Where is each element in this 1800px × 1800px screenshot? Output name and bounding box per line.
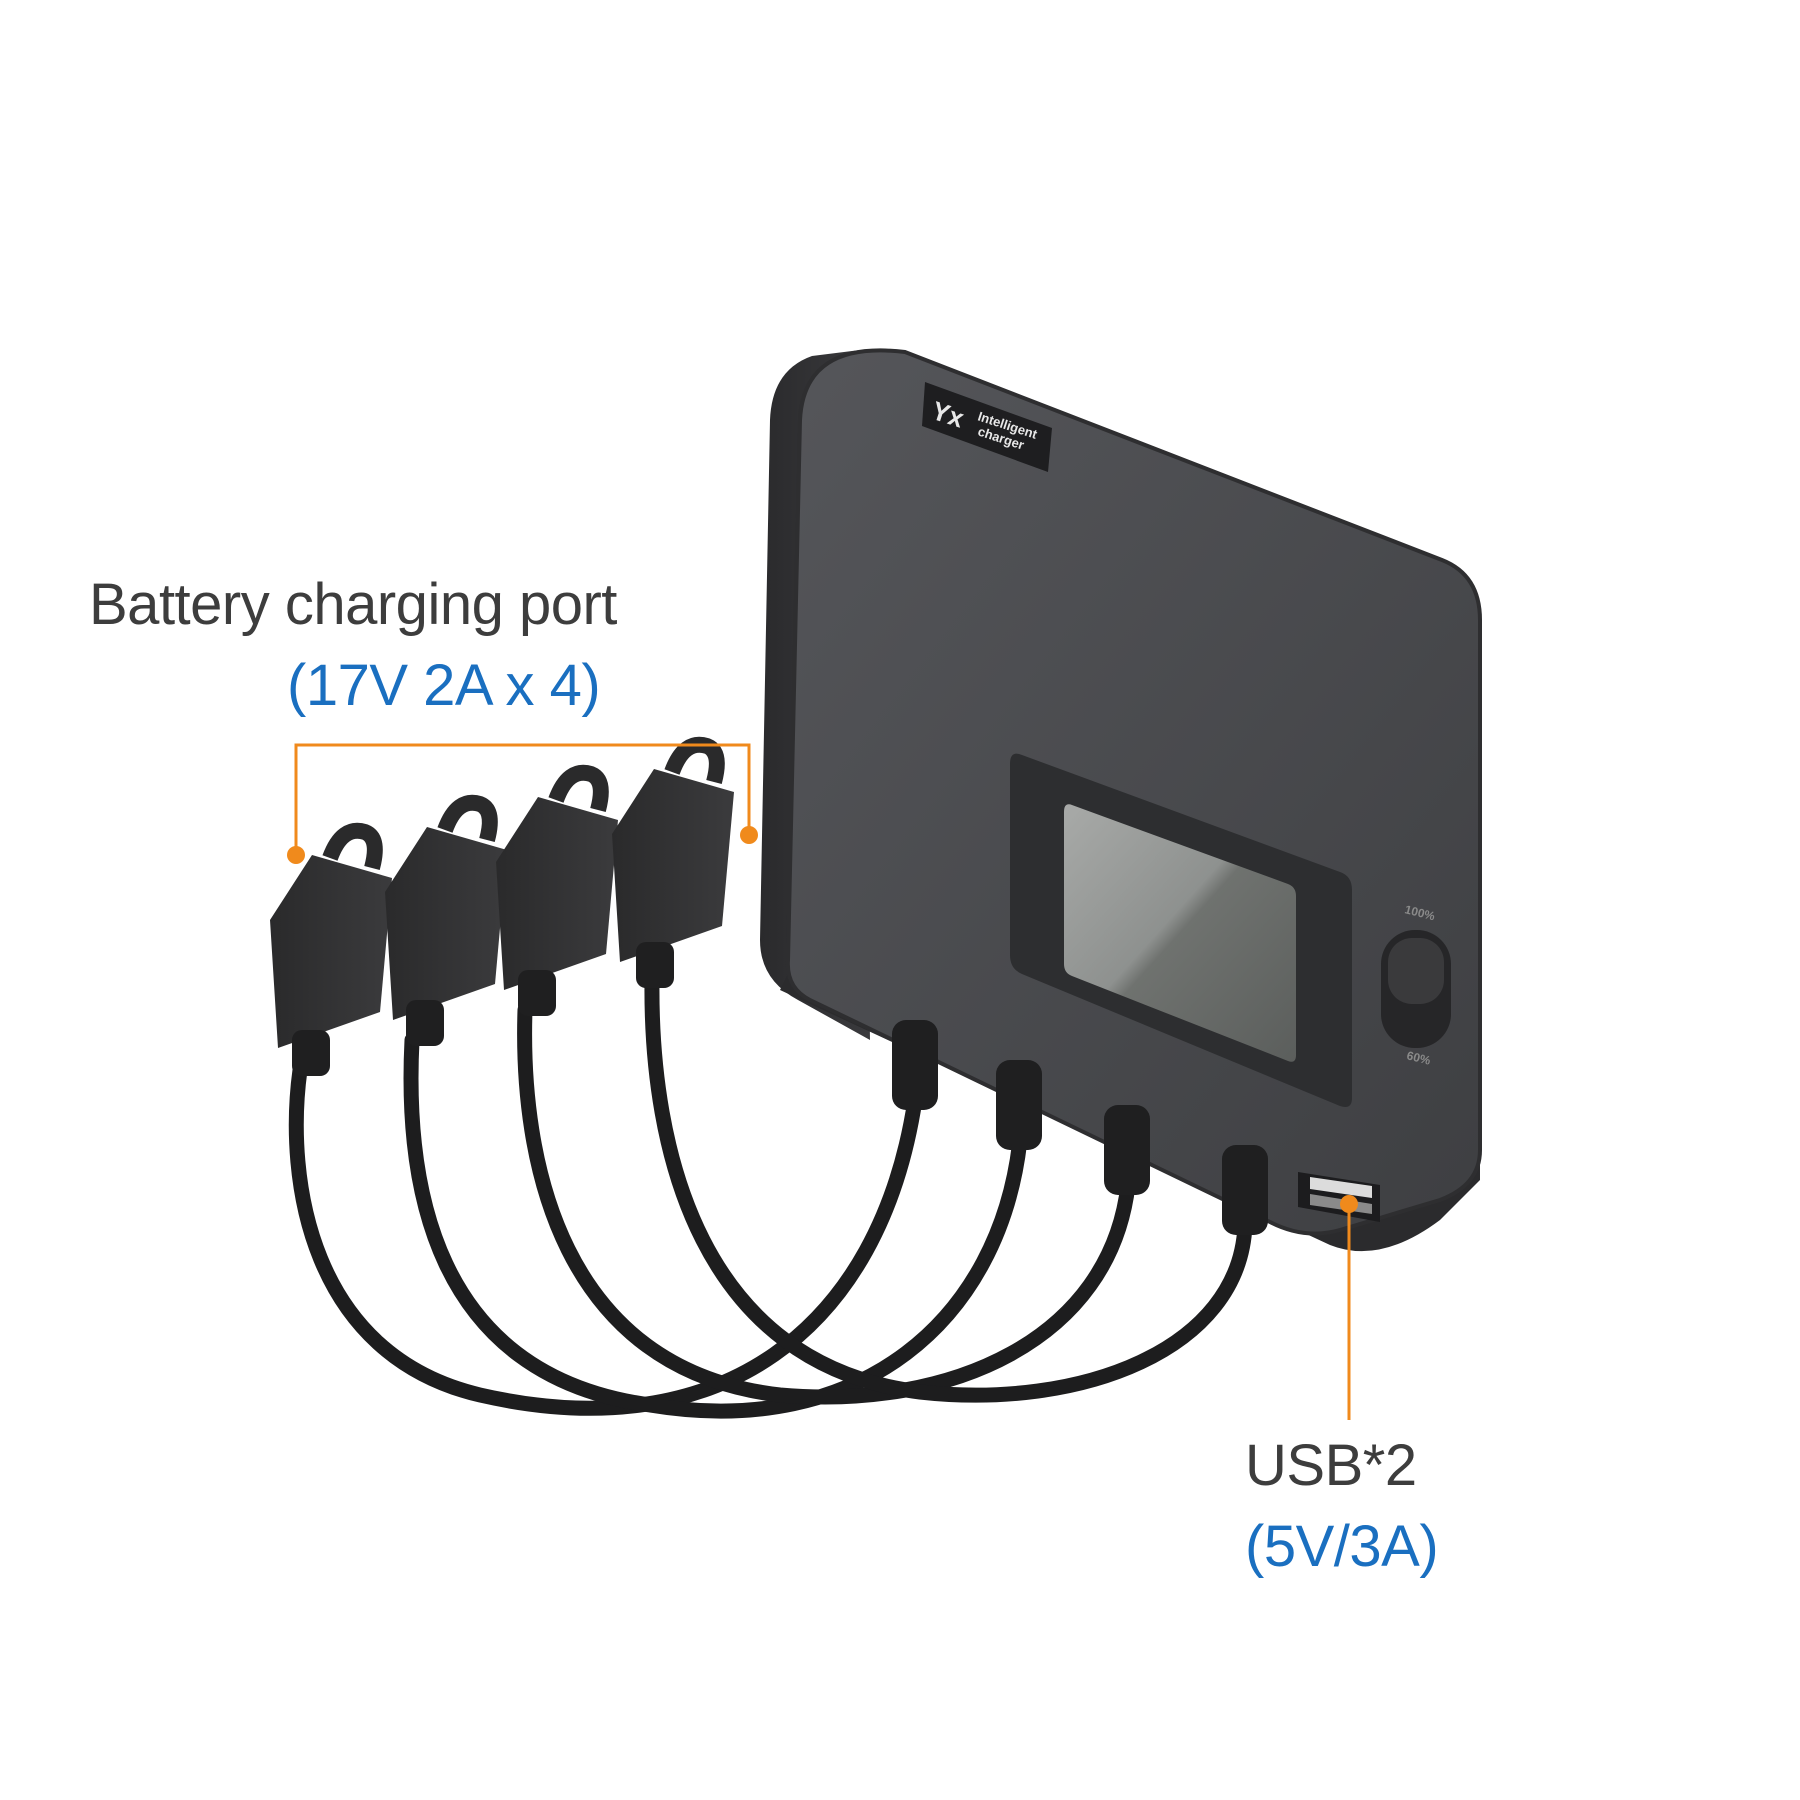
plug-1-neck	[292, 1030, 330, 1076]
connector-plug-2	[385, 794, 507, 1046]
plug-3-body	[496, 797, 618, 990]
plug-2-hook	[437, 794, 498, 843]
plug-2-body	[385, 827, 507, 1020]
plug-1-body	[270, 855, 392, 1048]
plug-4-neck	[636, 942, 674, 988]
plug-4-body	[612, 769, 734, 962]
cable-3	[517, 1002, 1136, 1405]
brand-badge-plate	[922, 382, 1052, 472]
charger-bottom-edge	[780, 970, 1480, 1252]
cable-4	[644, 972, 1253, 1403]
connector-plug-1	[270, 822, 392, 1076]
plug-3-neck	[518, 970, 556, 1016]
display-panel	[1010, 753, 1352, 1107]
charger-face	[787, 350, 1480, 1234]
battery-callout-dot-right	[740, 826, 758, 844]
battery-callout-dot-left	[287, 846, 305, 864]
brand-badge: Yx Intelligent charger	[922, 382, 1052, 472]
cables	[288, 972, 1253, 1419]
cable-2	[403, 1032, 1028, 1419]
switch-knob	[1388, 938, 1444, 1004]
battery-port-title: Battery charging port	[89, 572, 617, 637]
cable-1	[288, 1062, 923, 1416]
strain-relief-3	[1104, 1105, 1150, 1195]
battery-port-spec: (17V 2A x 4)	[287, 653, 601, 718]
usb-port-1	[1310, 1177, 1372, 1198]
battery-callout-bracket	[294, 743, 751, 855]
strain-relief-4	[1222, 1145, 1268, 1235]
usb-callout-dot	[1340, 1195, 1358, 1213]
connector-plug-3	[496, 764, 618, 1016]
usb-port-title: USB*2	[1245, 1433, 1417, 1498]
plug-3-hook	[548, 764, 609, 813]
display-screen	[1064, 804, 1296, 1062]
battery-bracket-line	[294, 743, 751, 855]
usb-port-spec: (5V/3A)	[1245, 1514, 1439, 1579]
switch-label-bottom: 60%	[1405, 1048, 1432, 1067]
strain-relief-2	[996, 1060, 1042, 1150]
strain-reliefs	[892, 1020, 1268, 1235]
strain-relief-1	[892, 1020, 938, 1110]
connector-plug-4	[612, 736, 734, 988]
plug-1-hook	[322, 822, 383, 871]
charger-rim	[785, 348, 1482, 1236]
plug-2-neck	[406, 1000, 444, 1046]
